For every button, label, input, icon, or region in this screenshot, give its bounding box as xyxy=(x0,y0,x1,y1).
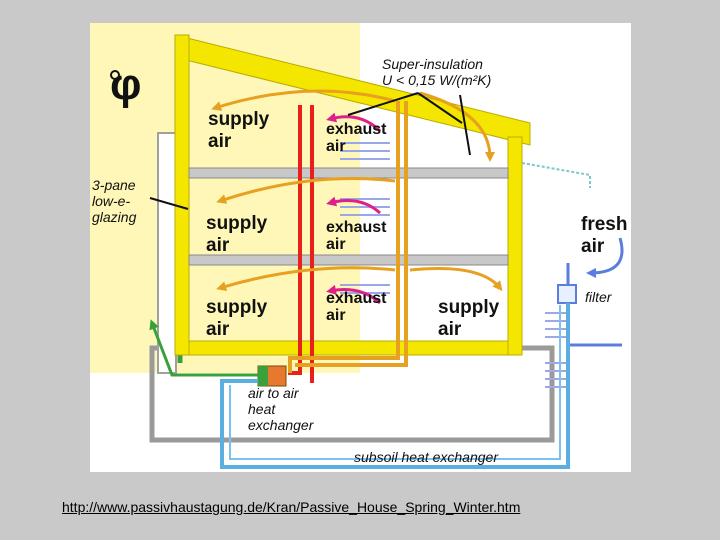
supply-air-arrows xyxy=(211,89,503,292)
left-wall-insulation xyxy=(174,34,190,356)
subsoil-label: subsoil heat exchanger xyxy=(354,449,498,465)
right-wall-insulation xyxy=(507,136,523,356)
passive-house-diagram: φ Super-insulation U < 0,15 W/(m²K) supp… xyxy=(90,23,631,472)
filter-label: filter xyxy=(585,289,612,305)
source-link[interactable]: http://www.passivhaustagung.de/Kran/Pass… xyxy=(62,499,521,515)
heat-exchanger-green-part xyxy=(258,366,268,386)
subsoil-duct-outer xyxy=(220,303,570,469)
stair-lines xyxy=(340,142,570,388)
supply-ducts xyxy=(288,101,408,373)
floor-slab-insulation xyxy=(174,340,521,356)
phi-symbol-dot xyxy=(110,70,120,80)
leader-lines xyxy=(149,92,471,210)
floor-slab-upper xyxy=(188,167,509,179)
filter-box xyxy=(557,284,577,304)
exhaust-air-arrows xyxy=(326,112,382,305)
facade-column xyxy=(157,132,177,374)
super-insulation-label: Super-insulation U < 0,15 W/(m²K) xyxy=(382,56,492,88)
entrance-canopy xyxy=(521,162,591,188)
floor-slab-middle xyxy=(188,254,509,266)
phi-symbol: φ xyxy=(110,60,142,109)
house-cross-section xyxy=(90,23,624,469)
subsoil-duct-inner xyxy=(229,305,561,460)
fresh-air-arrow xyxy=(586,237,624,278)
exhaust-outlet-duct xyxy=(149,319,258,377)
